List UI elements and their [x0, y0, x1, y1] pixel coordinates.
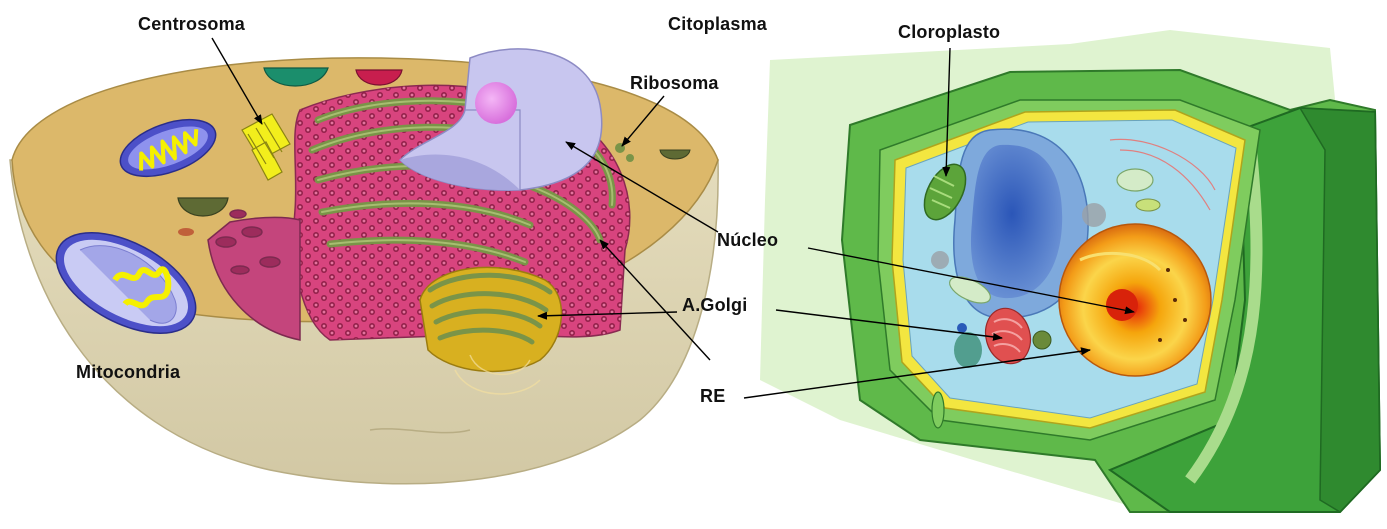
lysosome-small	[178, 228, 194, 236]
nucleolus	[475, 82, 517, 124]
plastid	[1136, 199, 1160, 211]
stomata-slot	[932, 392, 944, 428]
plant-nucleus	[1059, 224, 1211, 376]
vesicle-grey	[931, 251, 949, 269]
label-centrosoma: Centrosoma	[138, 14, 245, 35]
label-re: RE	[700, 386, 725, 407]
animal-cell	[10, 49, 718, 484]
label-golgi: A.Golgi	[682, 295, 747, 316]
vesicle-grey	[1082, 203, 1106, 227]
label-ribosoma: Ribosoma	[630, 73, 719, 94]
label-nucleo: Núcleo	[717, 230, 778, 251]
label-cloroplasto: Cloroplasto	[898, 22, 1000, 43]
label-citoplasma: Citoplasma	[668, 14, 767, 35]
vesicle-teal	[954, 332, 982, 368]
plant-cell	[760, 30, 1380, 512]
ribosome-dot	[626, 154, 634, 162]
vesicle-blue	[957, 323, 967, 333]
mitochondrion-plant	[1117, 169, 1153, 191]
label-mitocondria: Mitocondria	[76, 362, 180, 383]
